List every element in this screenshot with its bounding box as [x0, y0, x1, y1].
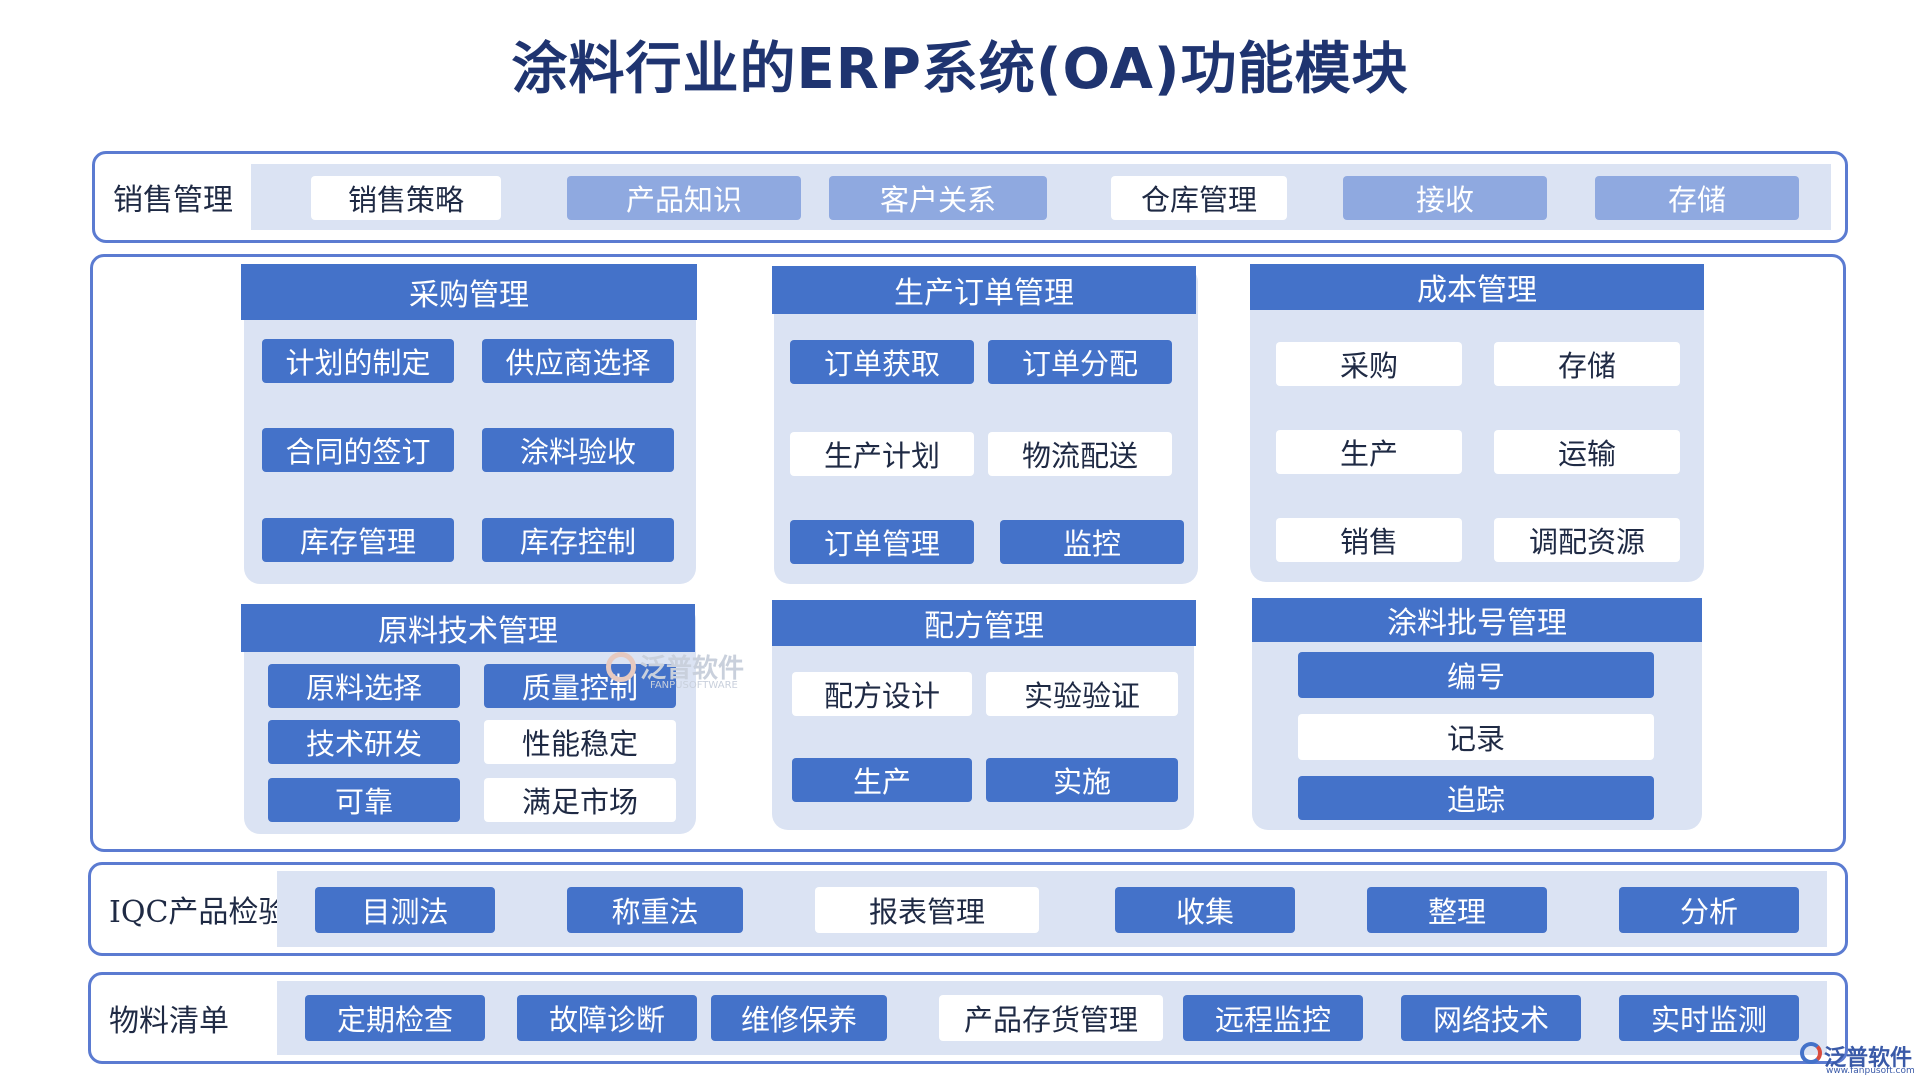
cost-header: 成本管理	[1250, 264, 1704, 310]
production-order-item-logistics[interactable]: 物流配送	[988, 432, 1172, 476]
page-title: 涂料行业的ERP系统(OA)功能模块	[511, 37, 1409, 102]
sales-band: 销售管理 销售策略 产品知识 客户关系 仓库管理 接收 存储	[92, 151, 1848, 243]
sales-item-storage[interactable]: 存储	[1595, 176, 1799, 220]
watermark-name: 泛普软件	[640, 654, 745, 684]
bom-item-inspection[interactable]: 定期检查	[305, 995, 485, 1041]
sales-label: 销售管理	[113, 183, 233, 218]
procurement-item-plan[interactable]: 计划的制定	[262, 339, 454, 383]
procurement-panel: 采购管理 计划的制定 供应商选择 合同的签订 涂料验收 库存管理 库存控制	[241, 264, 697, 584]
production-order-item-plan[interactable]: 生产计划	[790, 432, 974, 476]
center-watermark: 泛普软件 FANPUSOFTWARE	[606, 648, 776, 698]
bom-items-area: 定期检查 故障诊断 维修保养 产品存货管理 远程监控 网络技术 实时监测	[277, 981, 1827, 1055]
cost-item-allocate-resources[interactable]: 调配资源	[1494, 518, 1680, 562]
bom-item-network[interactable]: 网络技术	[1401, 995, 1581, 1041]
procurement-item-inventory-mgmt[interactable]: 库存管理	[262, 518, 454, 562]
corner-watermark: 泛普软件 www.fanpusoft.com	[1800, 1040, 1918, 1078]
cost-item-production[interactable]: 生产	[1276, 430, 1462, 474]
raw-material-item-selection[interactable]: 原料选择	[268, 664, 460, 708]
corner-watermark-name: 泛普软件	[1824, 1046, 1913, 1071]
raw-material-panel: 原料技术管理 原料选择 质量控制 技术研发 性能稳定 可靠 满足市场	[241, 604, 696, 834]
bom-item-inventory[interactable]: 产品存货管理	[939, 995, 1163, 1041]
watermark-logo-icon	[606, 652, 636, 682]
iqc-band: IQC产品检验 目测法 称重法 报表管理 收集 整理 分析	[88, 862, 1848, 956]
raw-material-header: 原料技术管理	[241, 604, 695, 652]
corner-watermark-url: www.fanpusoft.com	[1826, 1066, 1915, 1076]
sales-items-area: 销售策略 产品知识 客户关系 仓库管理 接收 存储	[251, 164, 1831, 230]
iqc-items-area: 目测法 称重法 报表管理 收集 整理 分析	[277, 871, 1827, 947]
cost-item-transport[interactable]: 运输	[1494, 430, 1680, 474]
iqc-item-visual[interactable]: 目测法	[315, 887, 495, 933]
procurement-item-acceptance[interactable]: 涂料验收	[482, 428, 674, 472]
formula-header: 配方管理	[772, 600, 1196, 646]
batch-item-trace[interactable]: 追踪	[1298, 776, 1654, 820]
sales-item-receive[interactable]: 接收	[1343, 176, 1547, 220]
raw-material-item-market[interactable]: 满足市场	[484, 778, 676, 822]
bom-item-remote-monitor[interactable]: 远程监控	[1183, 995, 1363, 1041]
iqc-label: IQC产品检验	[109, 895, 289, 930]
bom-label: 物料清单	[109, 1004, 229, 1039]
cost-item-storage[interactable]: 存储	[1494, 342, 1680, 386]
raw-material-item-reliable[interactable]: 可靠	[268, 778, 460, 822]
formula-item-implement[interactable]: 实施	[986, 758, 1178, 802]
cost-item-purchase[interactable]: 采购	[1276, 342, 1462, 386]
procurement-item-supplier[interactable]: 供应商选择	[482, 339, 674, 383]
iqc-item-organize[interactable]: 整理	[1367, 887, 1547, 933]
batch-panel: 涂料批号管理 编号 记录 追踪	[1252, 598, 1702, 830]
sales-item-warehouse[interactable]: 仓库管理	[1111, 176, 1287, 220]
raw-material-item-quality[interactable]: 质量控制	[484, 664, 676, 708]
production-order-header: 生产订单管理	[772, 266, 1196, 314]
formula-item-production[interactable]: 生产	[792, 758, 972, 802]
cost-panel: 成本管理 采购 存储 生产 运输 销售 调配资源	[1250, 264, 1704, 582]
corner-logo-icon	[1800, 1042, 1822, 1064]
raw-material-item-stable[interactable]: 性能稳定	[484, 720, 676, 764]
iqc-item-collect[interactable]: 收集	[1115, 887, 1295, 933]
sales-item-product-knowledge[interactable]: 产品知识	[567, 176, 801, 220]
production-order-item-allocate[interactable]: 订单分配	[988, 340, 1172, 384]
bom-item-realtime[interactable]: 实时监测	[1619, 995, 1799, 1041]
iqc-item-weighing[interactable]: 称重法	[567, 887, 743, 933]
formula-item-design[interactable]: 配方设计	[792, 672, 972, 716]
production-order-item-monitor[interactable]: 监控	[1000, 520, 1184, 564]
bom-item-maintenance[interactable]: 维修保养	[711, 995, 887, 1041]
iqc-item-analyze[interactable]: 分析	[1619, 887, 1799, 933]
production-order-panel: 生产订单管理 订单获取 订单分配 生产计划 物流配送 订单管理 监控	[772, 266, 1198, 584]
bom-band: 物料清单 定期检查 故障诊断 维修保养 产品存货管理 远程监控 网络技术 实时监…	[88, 972, 1848, 1064]
raw-material-item-rd[interactable]: 技术研发	[268, 720, 460, 764]
sales-item-customer-relations[interactable]: 客户关系	[829, 176, 1047, 220]
production-order-item-order-mgmt[interactable]: 订单管理	[790, 520, 974, 564]
batch-item-number[interactable]: 编号	[1298, 652, 1654, 698]
iqc-item-report[interactable]: 报表管理	[815, 887, 1039, 933]
bom-item-diagnosis[interactable]: 故障诊断	[517, 995, 697, 1041]
batch-header: 涂料批号管理	[1252, 598, 1702, 642]
formula-item-validation[interactable]: 实验验证	[986, 672, 1178, 716]
procurement-item-contract[interactable]: 合同的签订	[262, 428, 454, 472]
watermark-sub: FANPUSOFTWARE	[650, 680, 738, 691]
sales-item-strategy[interactable]: 销售策略	[311, 176, 501, 220]
procurement-header: 采购管理	[241, 264, 697, 320]
batch-item-record[interactable]: 记录	[1298, 714, 1654, 760]
production-order-item-acquire[interactable]: 订单获取	[790, 340, 974, 384]
procurement-item-inventory-control[interactable]: 库存控制	[482, 518, 674, 562]
formula-panel: 配方管理 配方设计 实验验证 生产 实施	[772, 600, 1196, 830]
cost-item-sales[interactable]: 销售	[1276, 518, 1462, 562]
